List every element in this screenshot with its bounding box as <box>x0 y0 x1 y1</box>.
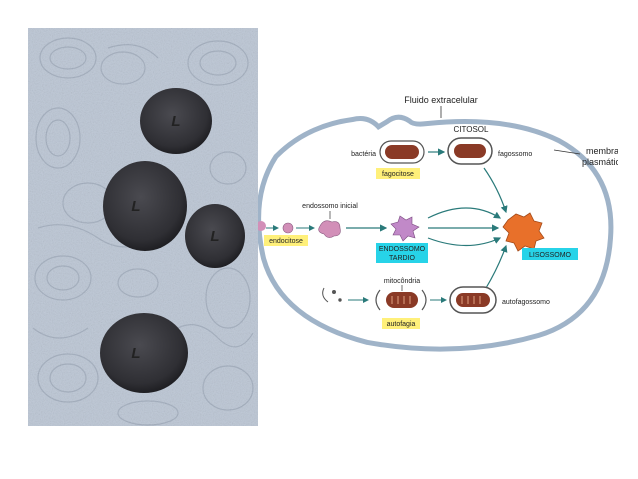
lysosome-2: L <box>103 161 187 251</box>
autophagy-tag-bg <box>382 318 420 329</box>
lysosome-3: L <box>185 204 245 268</box>
membrane-label-2: plasmática <box>582 157 618 167</box>
cytosol <box>261 119 609 347</box>
lysosome-label: L <box>131 345 140 362</box>
mitochondria-label: mitocôndria <box>384 278 420 285</box>
extracellular-label: Fluido extracelular <box>404 95 478 105</box>
membrane-pointer <box>553 149 581 155</box>
autophagosome-to-lysosome-arrow <box>485 244 508 289</box>
phagosome <box>447 137 493 165</box>
lysosome-pathways-diagram: Fluido extracelular CITOSOL membrana pla… <box>258 95 618 352</box>
membrane-fragments <box>322 287 342 303</box>
to-lysosome-arrow-1 <box>427 207 502 219</box>
cytosol-label: CITOSOL <box>454 125 490 134</box>
endocytic-vesicle <box>282 222 294 234</box>
phagosome-label: fagossomo <box>498 151 532 158</box>
lysosome-tag: LISOSSOMO <box>529 252 572 259</box>
lysosome-label: L <box>171 113 180 130</box>
bacterium <box>379 140 425 164</box>
late-endosome-tag-bg <box>376 243 428 263</box>
lysosome <box>502 212 545 252</box>
to-lysosome-arrow-3 <box>427 237 502 247</box>
phagocytosis-tag-bg <box>376 168 420 179</box>
lysosome-label: L <box>131 198 140 215</box>
autophagosome <box>449 286 497 314</box>
incoming-particle <box>258 221 266 231</box>
early-endosome-label: endossomo inicial <box>302 203 358 210</box>
late-endosome <box>390 215 420 242</box>
late-endosome-tag-2: TARDIO <box>389 255 415 262</box>
lysosome-label: L <box>210 228 219 245</box>
electron-micrograph: L L L L <box>28 28 258 426</box>
lysosome-4: L <box>100 313 188 393</box>
mitochondrion <box>375 289 427 311</box>
early-endosome <box>318 220 341 238</box>
bacteria-label: bactéria <box>351 151 376 158</box>
endocytosis-tag-bg <box>264 235 308 246</box>
autophagosome-label: autofagossomo <box>502 299 550 306</box>
autophagy-tag: autofagia <box>387 321 416 328</box>
lysosome-tag-bg <box>522 248 578 260</box>
late-endosome-tag-1: ENDOSSOMO <box>379 246 426 253</box>
endocytosis-tag: endocitose <box>269 238 303 245</box>
phagosome-to-lysosome-arrow <box>483 167 508 214</box>
phagocytosis-tag: fagocitose <box>382 171 414 178</box>
membrane-label-1: membrana <box>586 146 618 156</box>
lysosome-1: L <box>140 88 212 154</box>
